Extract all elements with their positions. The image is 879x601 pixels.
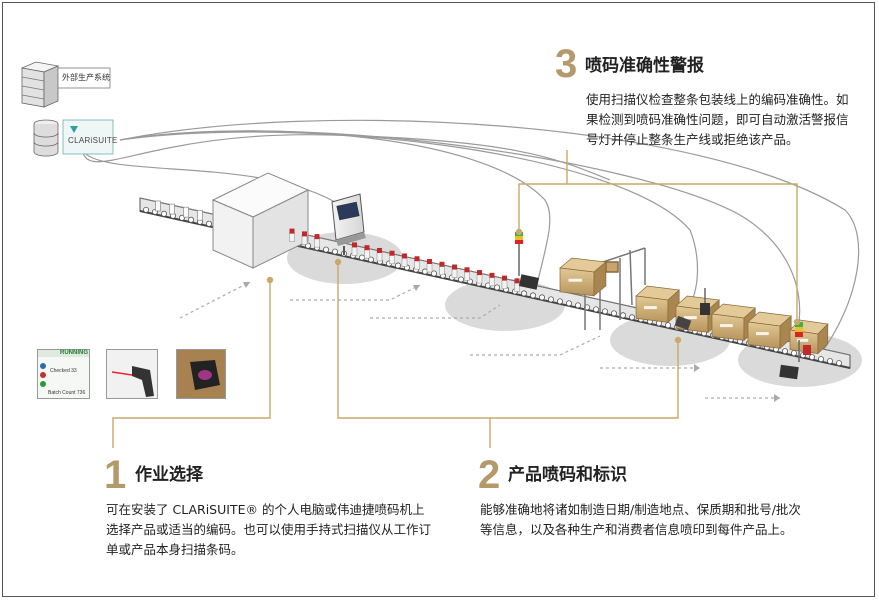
conveyor-roller xyxy=(358,254,365,261)
coded-bottle xyxy=(514,278,520,292)
coded-bottle xyxy=(476,270,483,284)
inspection-tunnel xyxy=(211,172,310,269)
callout-leaders xyxy=(112,150,801,448)
flow-arrowheads xyxy=(243,282,780,402)
conveyor-roller xyxy=(530,292,537,299)
coded-bottle xyxy=(301,231,308,245)
shipping-box xyxy=(747,311,793,350)
run-screen-icon xyxy=(37,349,90,399)
conveyor-roller xyxy=(836,360,843,367)
uncoded-bottle xyxy=(183,206,189,218)
conveyor-roller xyxy=(791,350,798,357)
conveyor-roller xyxy=(493,284,500,291)
batch-count: Batch Count 736 xyxy=(48,390,86,396)
coded-bottle xyxy=(351,242,358,256)
conveyor-roller xyxy=(566,300,573,307)
conveyor-roller xyxy=(629,314,636,321)
conveyor-roller xyxy=(593,306,600,313)
checked-count: Checked 33 xyxy=(50,368,77,374)
conveyor-roller xyxy=(394,262,401,269)
alarm-light-icon xyxy=(795,322,803,362)
conveyor-roller xyxy=(322,246,329,253)
step-2-description: 能够准确地将诸如制造日期/制造地点、保质期和批号/批次等信息，以及各种生产和消费… xyxy=(480,502,801,537)
scanner-icon xyxy=(674,288,710,331)
coded-bottle xyxy=(389,250,395,265)
touchscreen-icon xyxy=(176,349,226,399)
conveyor-roller xyxy=(827,358,834,365)
uncoded-bottle xyxy=(155,200,161,212)
coded-bottle xyxy=(289,228,295,242)
scanner-icon xyxy=(518,274,540,290)
coded-bottles xyxy=(289,228,520,292)
conveyor-roller xyxy=(557,298,564,305)
conveyor-roller xyxy=(548,296,555,303)
running-status-badge: RUNNING xyxy=(60,350,88,356)
alarm-light-icon xyxy=(515,232,523,276)
coded-bottle xyxy=(464,267,470,281)
uncoded-bottles xyxy=(155,200,203,221)
handheld-scanner-thumbnail xyxy=(106,349,158,399)
conveyor-roller xyxy=(160,210,167,217)
coded-bottle xyxy=(314,234,320,248)
conveyor-roller xyxy=(611,310,618,317)
coded-bottle xyxy=(439,261,445,276)
step-1-title: 作业选择 xyxy=(135,465,203,485)
clarisuite-logo: CLARiSUITE xyxy=(68,136,118,145)
conveyor-roller xyxy=(602,308,609,315)
coded-bottle xyxy=(451,264,458,278)
server-icon xyxy=(20,61,111,108)
shipping-box xyxy=(559,257,607,297)
coded-bottle xyxy=(364,245,370,259)
uncoded-bottle xyxy=(197,209,203,221)
coded-bottle xyxy=(489,272,495,287)
conveyor-roller xyxy=(665,322,672,329)
coded-bottle xyxy=(401,253,408,267)
conveyor-roller xyxy=(809,354,816,361)
status-screen-thumbnail xyxy=(37,349,90,399)
step-2-title: 产品喷码和标识 xyxy=(508,465,627,485)
conveyor-roller xyxy=(142,206,149,213)
conveyor-roller xyxy=(457,276,464,283)
step-3-description: 使用扫描仪检查整条包装线上的编码准确性。如果检测到喷码准确性问题，即可自动激活警… xyxy=(586,92,849,147)
coded-bottle xyxy=(501,275,508,289)
database-icon xyxy=(33,119,114,157)
external-system-label: 外部生产系统 xyxy=(62,73,110,82)
printer-icon xyxy=(331,193,366,255)
step-3-number: 3 xyxy=(555,42,578,86)
shipping-box xyxy=(635,285,681,324)
conveyor-roller xyxy=(430,270,437,277)
step-1-description: 可在安装了 CLARiSUITE® 的个人电脑或伟迪捷喷码机上选择产品或适当的编… xyxy=(106,502,432,557)
touchscreen-thumbnail xyxy=(176,349,226,399)
coded-bottle xyxy=(426,259,433,273)
conveyor-roller xyxy=(331,248,338,255)
step-1-number: 1 xyxy=(104,453,127,497)
conveyor-roller xyxy=(620,312,627,319)
flow-arrows xyxy=(179,281,780,399)
conveyor-roller xyxy=(539,294,546,301)
uncoded-bottle xyxy=(169,203,175,215)
coded-bottle xyxy=(376,247,383,262)
scanner-icon xyxy=(779,345,811,380)
handheld-scanner-icon xyxy=(106,349,158,399)
conveyor-roller xyxy=(818,356,825,363)
step-2-number: 2 xyxy=(478,453,501,497)
conveyor-roller xyxy=(782,348,789,355)
coded-bottle xyxy=(414,256,420,270)
conveyor-roller xyxy=(205,220,212,227)
step-3-title: 喷码准确性警报 xyxy=(585,56,704,76)
conveyor-roller xyxy=(575,302,582,309)
conveyor-roller xyxy=(187,216,194,223)
conveyor-roller xyxy=(521,290,528,297)
data-cables xyxy=(81,119,860,356)
